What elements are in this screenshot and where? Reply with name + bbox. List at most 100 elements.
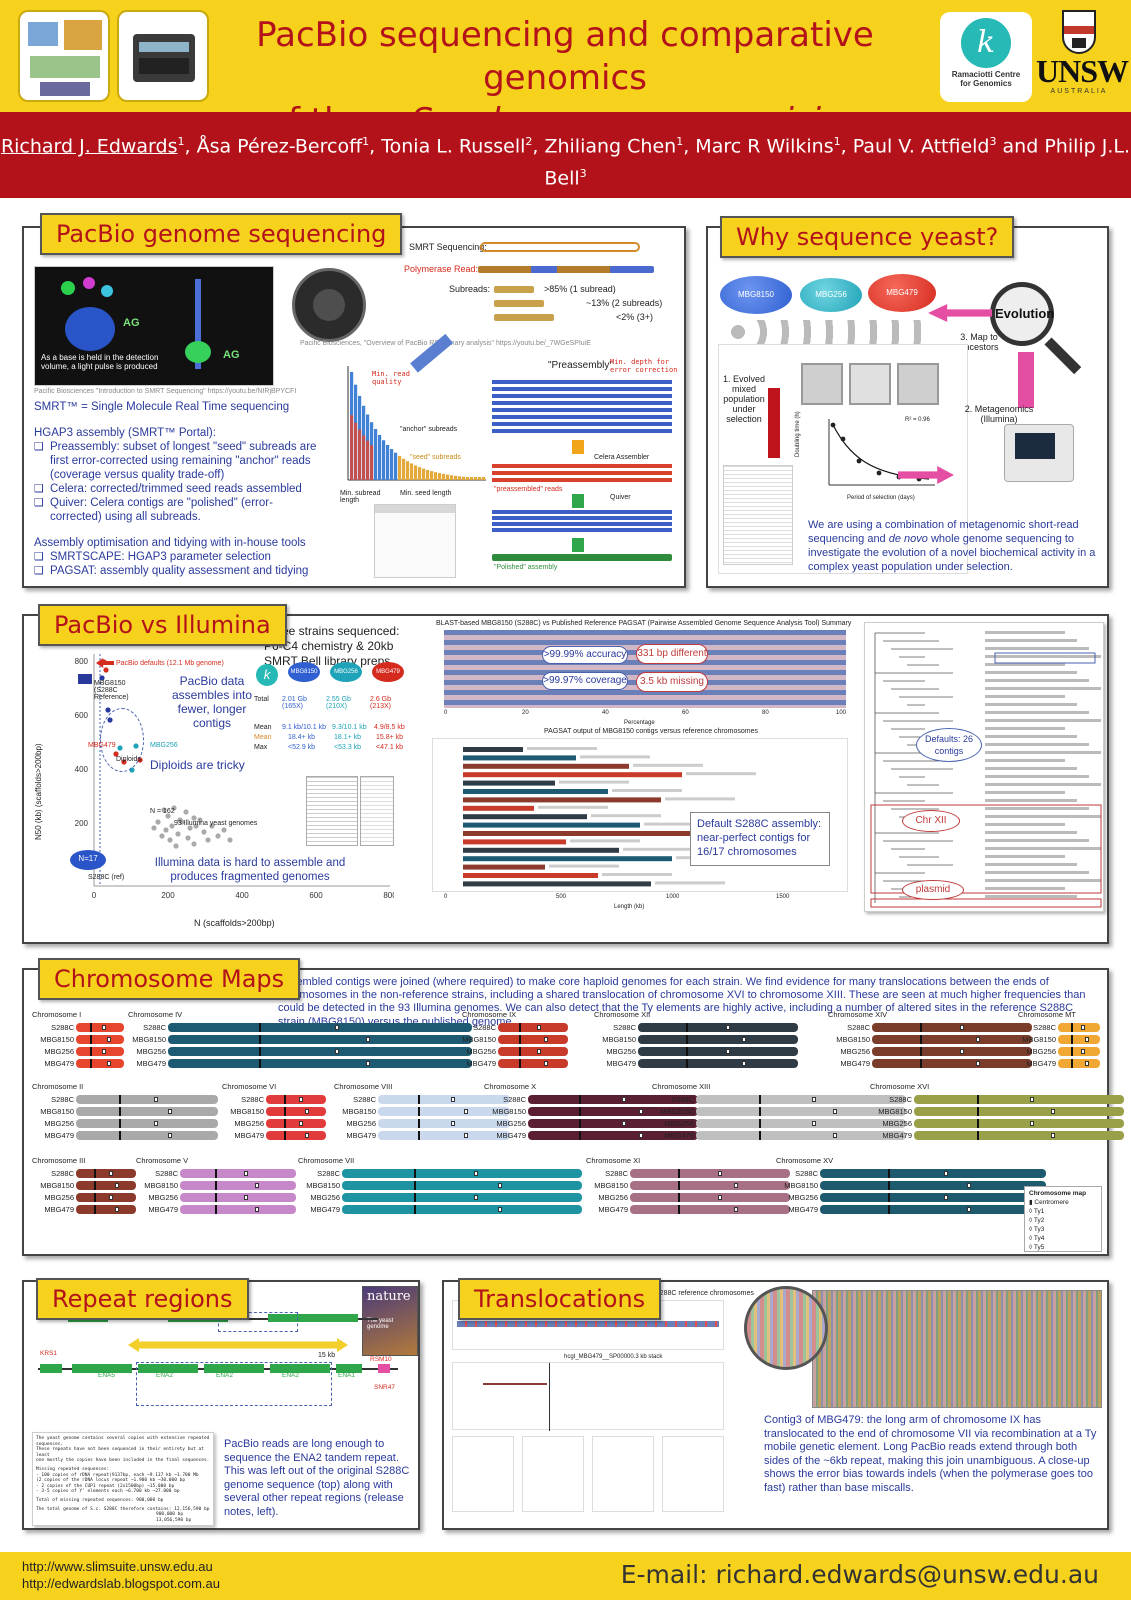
chromosome-map-title: Chromosome MT (1018, 1010, 1076, 1019)
centromere-mark (284, 1119, 286, 1128)
chromosome-track (378, 1119, 510, 1128)
centromere-mark (215, 1181, 217, 1190)
contig-bar (463, 772, 682, 778)
author-band: Richard J. Edwards1, Åsa Pérez-Bercoff1,… (0, 112, 1131, 216)
s288c-ref-label: S288C (ref) (88, 874, 125, 881)
ty-element-mark (335, 1049, 339, 1054)
blast-summary-title: BLAST-based MBG8150 (S288C) vs Published… (436, 620, 852, 627)
strain-label: MBG256 (310, 1193, 340, 1202)
strain-label: MBG479 (1026, 1059, 1056, 1068)
contig-bar (463, 763, 629, 769)
red-arrow-icon (768, 388, 780, 458)
ty-element-mark (154, 1121, 158, 1126)
tree-label (985, 703, 1077, 706)
bp-diff-callout: 331 bp different (636, 644, 708, 664)
centromere-mark (977, 1119, 979, 1128)
contact-email[interactable]: E-mail: richard.edwards@unsw.edu.au (620, 1560, 1099, 1589)
tree-label (985, 831, 1077, 834)
scatter-ytick: 200 (75, 819, 89, 828)
histogram-bar (450, 475, 454, 480)
ty-element-mark (967, 1207, 971, 1212)
magnifier-lens (744, 1286, 828, 1370)
ty-element-mark (335, 1025, 339, 1030)
tree-label (985, 679, 1089, 682)
ty-element-mark (718, 1195, 722, 1200)
histogram-bar (454, 475, 458, 480)
doubling-point (876, 470, 882, 476)
tree-label (985, 695, 1065, 698)
centromere-mark (686, 1035, 688, 1044)
mbg479-label: MBG479 (88, 742, 116, 749)
strain-label: S288C (353, 1095, 376, 1104)
transloc-depth-chart (452, 1362, 724, 1431)
chromosome-track (378, 1107, 510, 1116)
chromosome-track (76, 1095, 218, 1104)
strain-label: S288C (241, 1095, 264, 1104)
strain-label: S288C (795, 1169, 818, 1178)
chromosome-track (266, 1107, 326, 1116)
tree-label (985, 775, 1089, 778)
blue-pointer-icon (78, 674, 92, 684)
doubling-time-xlabel: Period of selection (days) (847, 495, 915, 501)
centromere-mark (259, 1059, 261, 1068)
histogram-bar (378, 434, 382, 480)
centromere-mark (759, 1107, 761, 1116)
centromere-mark (686, 1047, 688, 1056)
chromosome-track (820, 1169, 1046, 1178)
ty-element-mark (726, 1049, 730, 1054)
centromere-mark (519, 1023, 521, 1032)
centromere-mark (414, 1169, 416, 1178)
chromosome-map-title: Chromosome III (32, 1156, 86, 1165)
unsw-logo: UNSW AUSTRALIA (1036, 10, 1129, 104)
contig-bar (463, 864, 545, 870)
ty-element-mark (726, 1025, 730, 1030)
quiver-reads-bars (492, 510, 672, 534)
centromere-mark (579, 1095, 581, 1104)
strain-bubble-mbg479: MBG479 (372, 662, 404, 682)
tree-label (985, 727, 1065, 730)
ty-element-mark (812, 1121, 816, 1126)
tool-item: PAGSAT: assembly quality assessment and … (34, 564, 324, 578)
ramaciotti-k-icon: k (961, 18, 1011, 68)
chromosome-map-title: Chromosome XI (586, 1156, 641, 1165)
edwardslab-link[interactable]: http://edwardslab.blogspot.com.au (22, 1576, 221, 1591)
centromere-mark (920, 1059, 922, 1068)
scatter-ylabel: N50 (kb) (scaffolds>200bp) (34, 743, 43, 840)
contig-annotation (665, 797, 735, 801)
strain-label: MBG256 (882, 1119, 912, 1128)
chromosome-track (76, 1193, 136, 1202)
chromosome-map-row: MBG479 (1018, 1058, 1102, 1069)
tree-label (985, 663, 1065, 666)
tree-label (985, 751, 1101, 754)
contig-bar (463, 856, 672, 862)
ty-element-mark (967, 1183, 971, 1188)
slimsuite-link[interactable]: http://www.slimsuite.unsw.edu.au (22, 1559, 213, 1574)
chromosome-track (638, 1035, 798, 1044)
ty-element-mark (960, 1049, 964, 1054)
ty-element-mark (255, 1207, 259, 1212)
section-translocations: PAGSAT output of MBG479 contig3 versus S… (442, 1280, 1109, 1530)
chromosome-map-title: Chromosome II (32, 1082, 84, 1091)
strain-label: MBG479 (44, 1059, 74, 1068)
centromere-mark (759, 1119, 761, 1128)
chromosome-map-row: MBG256 (32, 1118, 220, 1129)
contig-annotation (644, 822, 714, 826)
centromere-mark (1071, 1047, 1073, 1056)
chromosome-map-row: MBG8150 (1018, 1034, 1102, 1045)
centromere-mark (579, 1131, 581, 1140)
histogram-bar (410, 463, 414, 480)
chromosome-map-title: Chromosome VI (222, 1082, 277, 1091)
centromere-mark (284, 1107, 286, 1116)
chromosome-map-row: MBG256 (1018, 1046, 1102, 1057)
pacbio-text: SMRT™ = Single Molecule Real Time sequen… (34, 400, 324, 578)
affiliations: 1. School of Biotechnology and Biomolecu… (34, 204, 1097, 216)
strain-label: MBG479 (44, 1205, 74, 1214)
histogram-bars (347, 366, 486, 481)
mbg8150-ref-label: MBG8150 (S288C Reference) (94, 680, 129, 701)
contig-bar (463, 847, 619, 853)
centromere-mark (119, 1131, 121, 1140)
centromere-mark (888, 1193, 890, 1202)
ty-element-mark (474, 1195, 478, 1200)
